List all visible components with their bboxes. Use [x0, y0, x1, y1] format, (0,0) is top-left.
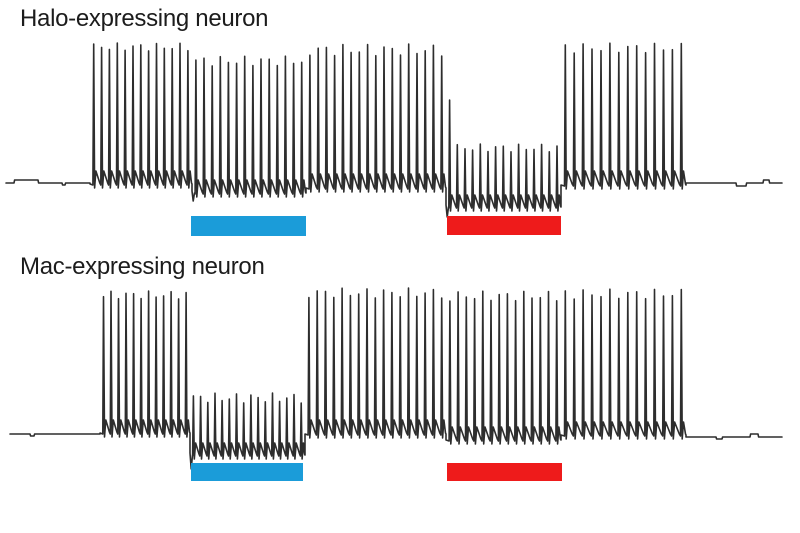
mac-voltage-trace — [9, 287, 783, 470]
halo-red-light-bar — [447, 216, 561, 235]
mac-trace-title: Mac-expressing neuron — [20, 253, 265, 280]
mac-blue-light-bar — [191, 463, 303, 481]
halo-trace-title: Halo-expressing neuron — [20, 5, 269, 32]
halo-blue-light-bar — [191, 216, 306, 236]
halo-voltage-trace — [5, 42, 783, 218]
mac-red-light-bar — [447, 463, 562, 481]
